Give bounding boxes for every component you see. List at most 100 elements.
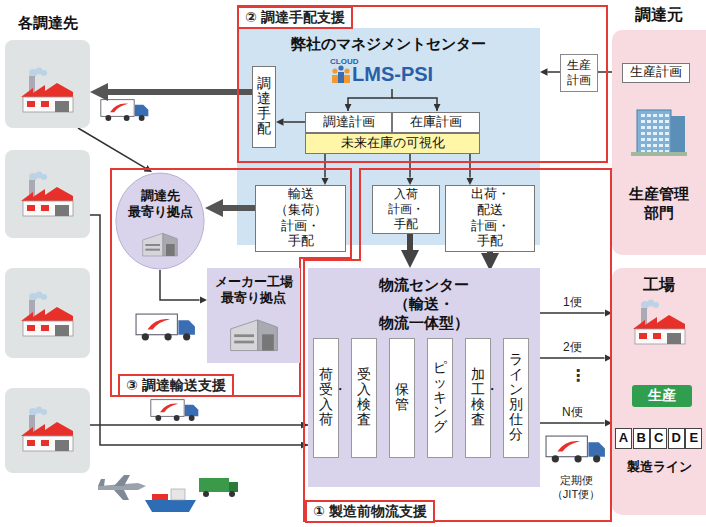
connector bbox=[540, 312, 605, 314]
plane-icon bbox=[98, 475, 146, 500]
process-box: 保管 bbox=[389, 338, 415, 458]
illustration-part bbox=[332, 68, 337, 73]
node-label: 調達元 bbox=[612, 5, 706, 25]
node-label: 荷受・入荷 bbox=[319, 368, 333, 427]
illustration-part bbox=[304, 169, 611, 521]
node-label: 各調達先 bbox=[5, 14, 90, 33]
line-cell: B bbox=[633, 428, 650, 449]
connector bbox=[108, 89, 252, 95]
hub-box: メーカー工場 最寄り拠点 bbox=[207, 268, 300, 363]
line-cell: D bbox=[668, 428, 685, 449]
illustration-part bbox=[229, 491, 235, 497]
process-box: 調達手配 bbox=[252, 66, 276, 148]
illustration-part bbox=[231, 320, 278, 351]
node-label: A bbox=[619, 430, 628, 446]
illustration-part bbox=[344, 68, 349, 73]
label-box: ⋮ bbox=[570, 366, 586, 386]
node-label: 受入検査 bbox=[357, 368, 371, 427]
node-label: 調達先 最寄り拠点 bbox=[128, 188, 193, 221]
node-label: 生産 bbox=[648, 387, 676, 405]
truck-icon bbox=[546, 436, 605, 462]
connector bbox=[284, 121, 306, 123]
supplier-panel bbox=[5, 388, 90, 473]
edge-label: 1便 bbox=[563, 295, 582, 310]
illustration-part bbox=[631, 110, 687, 156]
illustration-part bbox=[98, 479, 105, 486]
node-label: 未来在庫の可視化 bbox=[341, 135, 445, 151]
customer-panel: 調達元生産管理 部門生産計画 bbox=[612, 30, 706, 255]
node-label: 出荷・配送 計画・手配 bbox=[471, 187, 510, 250]
connector bbox=[160, 270, 200, 300]
factory-icon bbox=[21, 292, 73, 337]
management-center: 弊社のマネジメントセンター調達手配調達計画在庫計画未来在庫の可視化 bbox=[237, 28, 540, 162]
node-label: C bbox=[654, 430, 663, 446]
process-box: 荷受・入荷 bbox=[313, 338, 339, 458]
branch-arrow bbox=[392, 98, 437, 111]
edge-label: 2便 bbox=[563, 340, 582, 355]
plan-box: 出荷・配送 計画・手配 bbox=[445, 185, 535, 252]
plan-box: 入荷 計画・手配 bbox=[372, 185, 440, 234]
region-tab: ③ 調達輸送支援 bbox=[118, 374, 234, 397]
truck-icon bbox=[101, 100, 148, 121]
node-label: ライン別仕分 bbox=[509, 353, 523, 442]
connector bbox=[540, 357, 605, 359]
illustration-part bbox=[633, 300, 685, 345]
edge-label-box: 1便 bbox=[563, 295, 582, 310]
node-label: 生産管理 部門 bbox=[629, 185, 689, 223]
connector bbox=[324, 154, 326, 178]
illustration-part bbox=[171, 489, 185, 500]
node-label: 工場 bbox=[612, 275, 706, 295]
production-badge: 生産 bbox=[632, 385, 692, 407]
node-label: 生産計画 bbox=[566, 58, 592, 88]
illustration-part bbox=[116, 173, 204, 269]
illustration-part bbox=[229, 482, 238, 492]
label-box: LMS-PSI bbox=[352, 62, 433, 87]
edge-label-box: 2便 bbox=[563, 340, 582, 355]
node-label: D bbox=[672, 430, 681, 446]
label-box: 定期便（JIT便） bbox=[548, 474, 604, 502]
node-label: 保管 bbox=[395, 383, 409, 413]
document-box: 生産計画 bbox=[560, 54, 598, 92]
illustration-part bbox=[238, 6, 607, 162]
plan-box: 在庫計画 bbox=[392, 112, 480, 133]
line-cell: C bbox=[650, 428, 667, 449]
edge-label-box: N便 bbox=[562, 405, 583, 420]
plan-box: 生産計画 bbox=[622, 63, 690, 83]
illustration-part bbox=[344, 75, 350, 83]
node-label: 加工・検査 bbox=[471, 368, 485, 427]
node-label: E bbox=[690, 430, 699, 446]
illustration-part bbox=[199, 478, 229, 492]
supplier-panel: 各調達先 bbox=[5, 40, 90, 128]
node-label: ピッキング bbox=[433, 361, 447, 435]
plan-box: 調達計画 bbox=[305, 112, 392, 133]
node-label: 入荷 計画・手配 bbox=[388, 187, 424, 232]
node-label: 調達手配 bbox=[257, 77, 271, 136]
process-box: ピッキング bbox=[427, 338, 453, 458]
visualization-box: 未来在庫の可視化 bbox=[305, 133, 480, 154]
illustration-part bbox=[143, 233, 178, 256]
region-tab: ① 製造前物流支援 bbox=[305, 500, 435, 523]
plan-box: 輸送（集荷） 計画・手配 bbox=[255, 185, 346, 252]
free-label: 定期便（JIT便） bbox=[548, 474, 604, 502]
connector bbox=[548, 71, 561, 73]
illustration-part bbox=[21, 68, 73, 113]
factory-panel: 工場製造ライン生産ABCDE bbox=[612, 268, 706, 515]
node-label: 弊社のマネジメントセンター bbox=[237, 35, 540, 54]
factory-icon bbox=[21, 407, 73, 452]
ship-icon bbox=[145, 489, 196, 512]
connector bbox=[487, 252, 493, 253]
node-label: 物流センター （輸送・物流一体型） bbox=[379, 276, 469, 332]
node-label: 生産計画 bbox=[630, 65, 682, 81]
process-box: ライン別仕分 bbox=[503, 338, 529, 458]
cargo-truck-icon bbox=[199, 478, 238, 497]
supplier-panel bbox=[5, 150, 90, 238]
hub-ellipse: 調達先 最寄り拠点 bbox=[115, 172, 205, 270]
node-label: メーカー工場 最寄り拠点 bbox=[215, 274, 293, 307]
free-label: ⋮ bbox=[570, 366, 586, 386]
connector bbox=[469, 154, 471, 178]
connector bbox=[78, 128, 146, 168]
factory-icon bbox=[21, 172, 73, 217]
connector bbox=[409, 154, 411, 178]
